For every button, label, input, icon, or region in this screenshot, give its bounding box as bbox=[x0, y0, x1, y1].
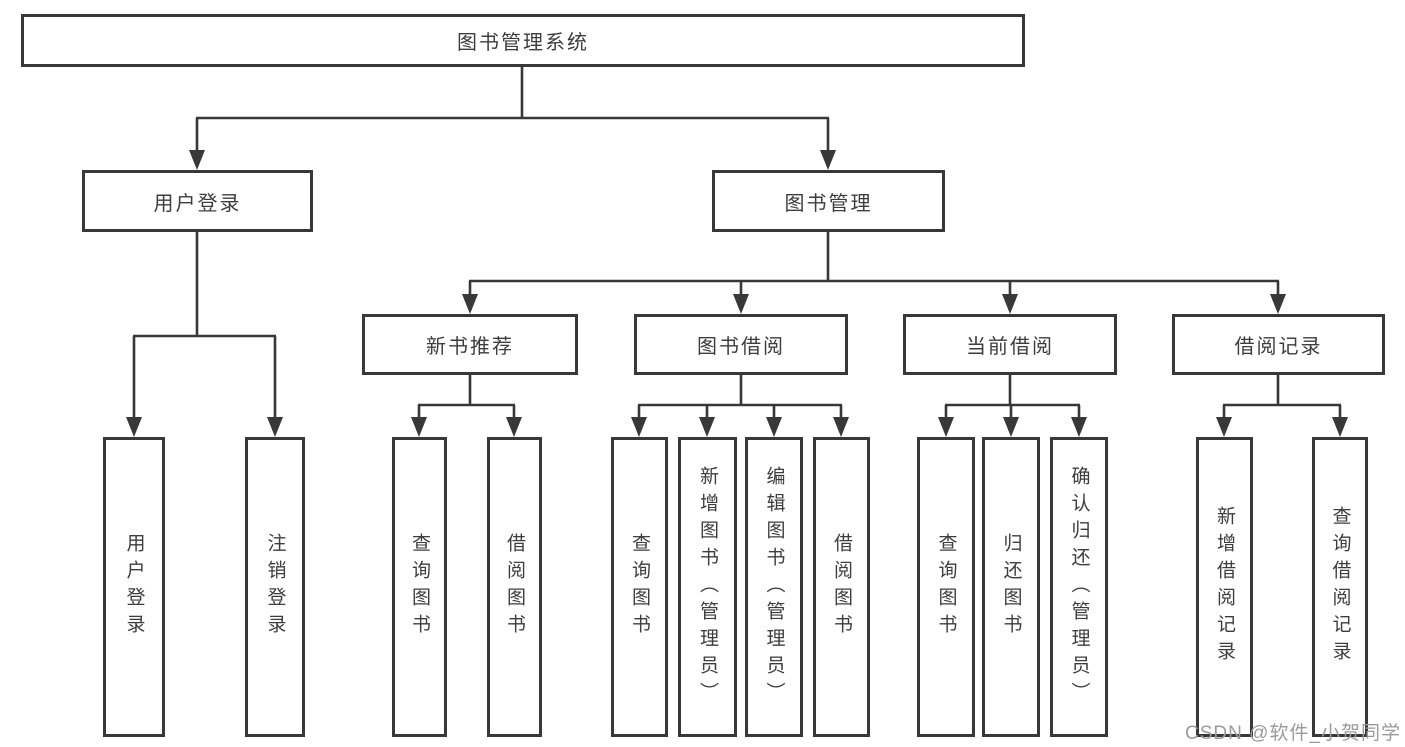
leaf-logout: 注销登录 bbox=[245, 437, 305, 737]
leaf-edit-books-admin: 编辑图书（管理员） bbox=[745, 437, 803, 737]
leaf-user-login: 用户登录 bbox=[103, 437, 165, 737]
arrow-icon bbox=[833, 417, 849, 437]
connector-userlogin-to-leaves bbox=[132, 232, 277, 419]
arrow-icon bbox=[820, 150, 836, 170]
node-borrow-records-label: 借阅记录 bbox=[1234, 336, 1323, 358]
leaf-return-books: 归还图书 bbox=[982, 437, 1040, 737]
arrow-icon bbox=[126, 417, 142, 437]
leaf-query-books-3-label: 查询图书 bbox=[935, 533, 957, 641]
node-root-system-label: 图书管理系统 bbox=[457, 32, 589, 54]
leaf-confirm-return-admin-label: 确认归还（管理员） bbox=[1068, 465, 1090, 709]
arrow-icon bbox=[462, 294, 478, 314]
node-current-borrowing: 当前借阅 bbox=[903, 314, 1117, 375]
node-new-book-recommend: 新书推荐 bbox=[362, 314, 578, 375]
leaf-query-books-2-label: 查询图书 bbox=[629, 533, 650, 641]
arrow-icon bbox=[631, 417, 647, 437]
connector-records-to-leaves bbox=[1222, 375, 1342, 419]
arrow-icon bbox=[699, 417, 715, 437]
arrow-icon bbox=[1071, 417, 1087, 437]
node-book-management-branch-label: 图书管理 bbox=[784, 192, 873, 215]
connector-borrowing-to-leaves bbox=[637, 375, 843, 419]
node-book-borrowing-label: 图书借阅 bbox=[697, 336, 785, 358]
node-user-login-branch-label: 用户登录 bbox=[153, 192, 242, 215]
leaf-logout-label: 注销登录 bbox=[264, 533, 286, 641]
connector-current-to-leaves bbox=[944, 375, 1081, 419]
node-borrow-records: 借阅记录 bbox=[1172, 314, 1385, 375]
leaf-add-books-admin: 新增图书（管理员） bbox=[678, 437, 737, 737]
arrow-icon bbox=[1332, 417, 1348, 437]
leaf-user-login-label: 用户登录 bbox=[123, 533, 145, 641]
connector-bookmgmt-to-level3 bbox=[468, 232, 1280, 296]
arrow-icon bbox=[1002, 294, 1018, 314]
arrow-icon bbox=[733, 294, 749, 314]
arrow-icon bbox=[267, 417, 283, 437]
arrow-icon bbox=[766, 417, 782, 437]
node-user-login-branch: 用户登录 bbox=[82, 170, 313, 232]
leaf-query-books-1: 查询图书 bbox=[392, 437, 447, 737]
leaf-borrow-books-2-label: 借阅图书 bbox=[831, 533, 852, 641]
leaf-return-books-label: 归还图书 bbox=[1000, 533, 1022, 641]
arrow-icon bbox=[1216, 417, 1232, 437]
node-current-borrowing-label: 当前借阅 bbox=[966, 336, 1054, 358]
leaf-borrow-books-1-label: 借阅图书 bbox=[504, 533, 525, 641]
leaf-query-books-1-label: 查询图书 bbox=[409, 533, 430, 641]
csdn-watermark: CSDN @软件_小贺同学 bbox=[1185, 723, 1401, 744]
leaf-add-borrow-record: 新增借阅记录 bbox=[1196, 437, 1253, 737]
leaf-edit-books-admin-label: 编辑图书（管理员） bbox=[763, 465, 785, 709]
connector-newbooks-to-leaves bbox=[417, 375, 516, 419]
leaf-query-borrow-record: 查询借阅记录 bbox=[1312, 437, 1368, 737]
leaf-query-borrow-record-label: 查询借阅记录 bbox=[1329, 506, 1351, 668]
leaf-confirm-return-admin: 确认归还（管理员） bbox=[1050, 437, 1108, 737]
arrow-icon bbox=[1270, 294, 1286, 314]
leaf-borrow-books-2: 借阅图书 bbox=[813, 437, 870, 737]
node-book-management-branch: 图书管理 bbox=[712, 170, 945, 232]
leaf-borrow-books-1: 借阅图书 bbox=[487, 437, 542, 737]
arrow-icon bbox=[506, 417, 522, 437]
leaf-query-books-2: 查询图书 bbox=[611, 437, 668, 737]
arrow-icon bbox=[938, 417, 954, 437]
leaf-add-books-admin-label: 新增图书（管理员） bbox=[697, 465, 718, 709]
node-new-book-recommend-label: 新书推荐 bbox=[426, 336, 514, 358]
arrow-icon bbox=[411, 417, 427, 437]
node-root-system: 图书管理系统 bbox=[21, 14, 1025, 67]
leaf-add-borrow-record-label: 新增借阅记录 bbox=[1214, 506, 1235, 668]
arrow-icon bbox=[1003, 417, 1019, 437]
leaf-query-books-3: 查询图书 bbox=[917, 437, 975, 737]
arrow-icon bbox=[189, 150, 205, 170]
node-book-borrowing: 图书借阅 bbox=[634, 314, 848, 375]
connector-root-to-level2 bbox=[195, 67, 830, 152]
